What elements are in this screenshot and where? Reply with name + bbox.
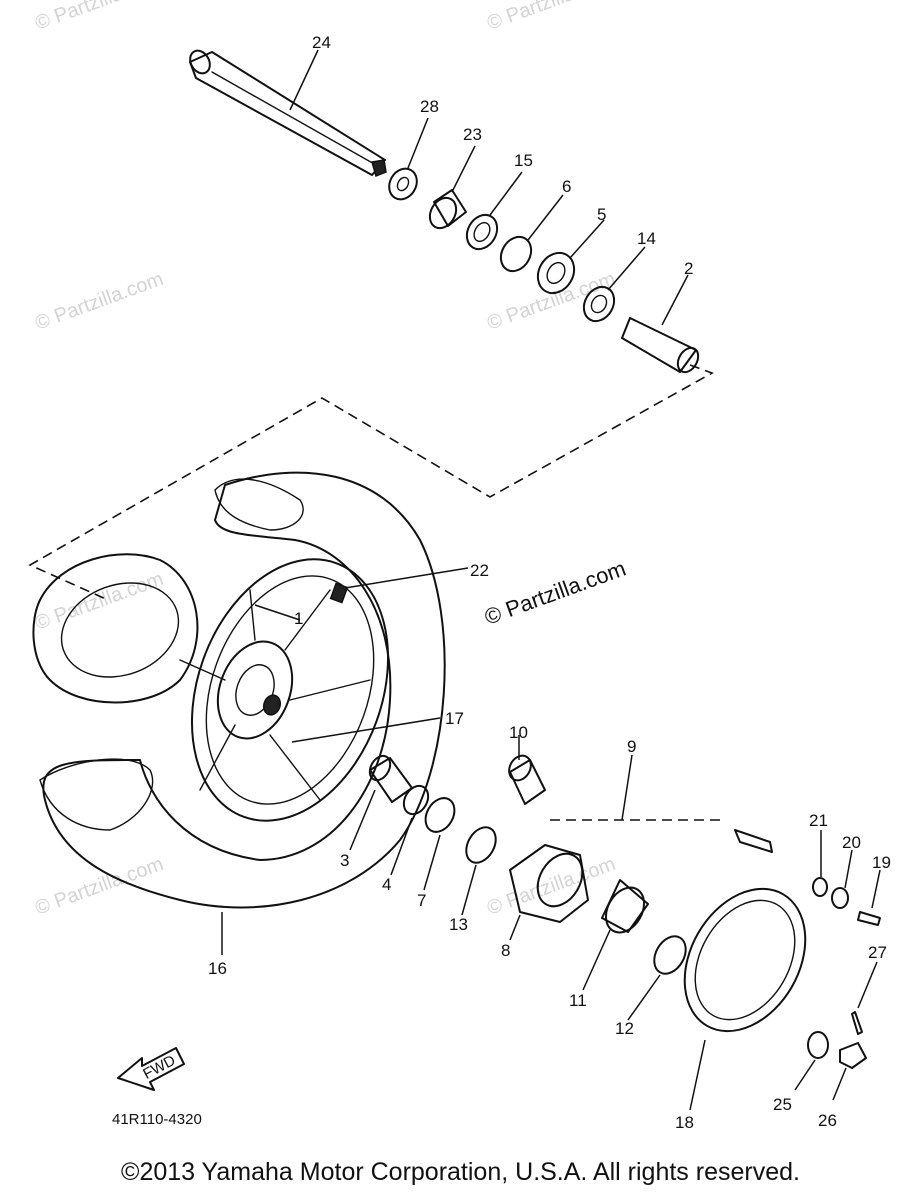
wheel-assembly <box>32 471 446 909</box>
circlip-12 <box>653 935 687 975</box>
copyright-notice: ©2013 Yamaha Motor Corporation, U.S.A. A… <box>121 1158 800 1186</box>
label-20: 20 <box>842 833 861 852</box>
collar-2 <box>621 317 697 373</box>
label-1: 1 <box>294 609 303 628</box>
label-2: 2 <box>684 259 693 278</box>
label-19: 19 <box>872 853 891 872</box>
part-labels: 24 28 23 15 6 5 14 2 22 1 17 10 9 3 4 7 … <box>208 33 891 1132</box>
label-18: 18 <box>675 1113 694 1132</box>
label-12: 12 <box>615 1019 634 1038</box>
fwd-arrow-icon: FWD <box>117 1047 185 1091</box>
label-6: 6 <box>562 177 571 196</box>
washer-28 <box>388 167 418 201</box>
watermark-1: © Partzilla.com <box>32 0 166 35</box>
bearing-5 <box>536 251 576 295</box>
label-24: 24 <box>312 33 331 52</box>
label-16: 16 <box>208 959 227 978</box>
bearing-4 <box>402 784 430 816</box>
washer-14 <box>582 285 616 323</box>
label-3: 3 <box>340 851 349 870</box>
watermark-3: © Partzilla.com <box>32 268 166 335</box>
label-10: 10 <box>509 723 528 742</box>
o-ring-13 <box>465 826 497 864</box>
label-27: 27 <box>868 943 887 962</box>
label-7: 7 <box>417 891 426 910</box>
watermark-5: © Partzilla.com <box>32 568 166 635</box>
label-25: 25 <box>773 1095 792 1114</box>
valve-22 <box>329 582 349 604</box>
washer-21 <box>812 877 828 897</box>
diagram-code: 41R110-4320 <box>112 1111 202 1128</box>
label-15: 15 <box>514 151 533 170</box>
watermarks: © Partzilla.com © Partzilla.com © Partzi… <box>32 0 629 920</box>
clutch-hub-8 <box>509 844 589 923</box>
hub-parts <box>368 754 881 1069</box>
rim <box>190 558 390 822</box>
label-11: 11 <box>569 991 587 1010</box>
label-8: 8 <box>501 941 510 960</box>
label-9: 9 <box>627 737 636 756</box>
washer-25 <box>807 1031 829 1059</box>
tire-16 <box>42 471 446 909</box>
seal-15 <box>465 213 499 251</box>
bolt-9 <box>734 829 773 853</box>
label-23: 23 <box>463 125 482 144</box>
hub <box>216 640 294 740</box>
watermark-7: © Partzilla.com <box>484 853 618 920</box>
nut-26 <box>839 1042 867 1069</box>
circlip-6 <box>499 235 533 273</box>
label-14: 14 <box>637 229 656 248</box>
watermark-6: © Partzilla.com <box>32 853 166 920</box>
label-26: 26 <box>818 1111 837 1130</box>
axle-part-24 <box>189 49 387 178</box>
axle-spacers <box>388 167 700 374</box>
washer-20 <box>831 887 849 909</box>
watermark-4: © Partzilla.com <box>484 268 618 335</box>
pin-27 <box>851 1011 863 1035</box>
spacer-23 <box>433 189 467 227</box>
label-5: 5 <box>597 205 606 224</box>
label-28: 28 <box>420 97 439 116</box>
label-21: 21 <box>809 811 828 830</box>
assembly-outline <box>28 364 714 601</box>
label-17: 17 <box>445 709 464 728</box>
label-13: 13 <box>449 915 468 934</box>
label-22: 22 <box>470 561 489 580</box>
bolt-19 <box>857 911 881 926</box>
label-4: 4 <box>382 875 391 894</box>
watermark-main: © Partzilla.com <box>481 556 629 630</box>
brake-shoe-18 <box>683 887 807 1033</box>
damper-10 <box>509 759 546 805</box>
seal-7 <box>424 797 456 833</box>
leader-lines <box>221 49 881 1111</box>
watermark-2: © Partzilla.com <box>484 0 618 35</box>
